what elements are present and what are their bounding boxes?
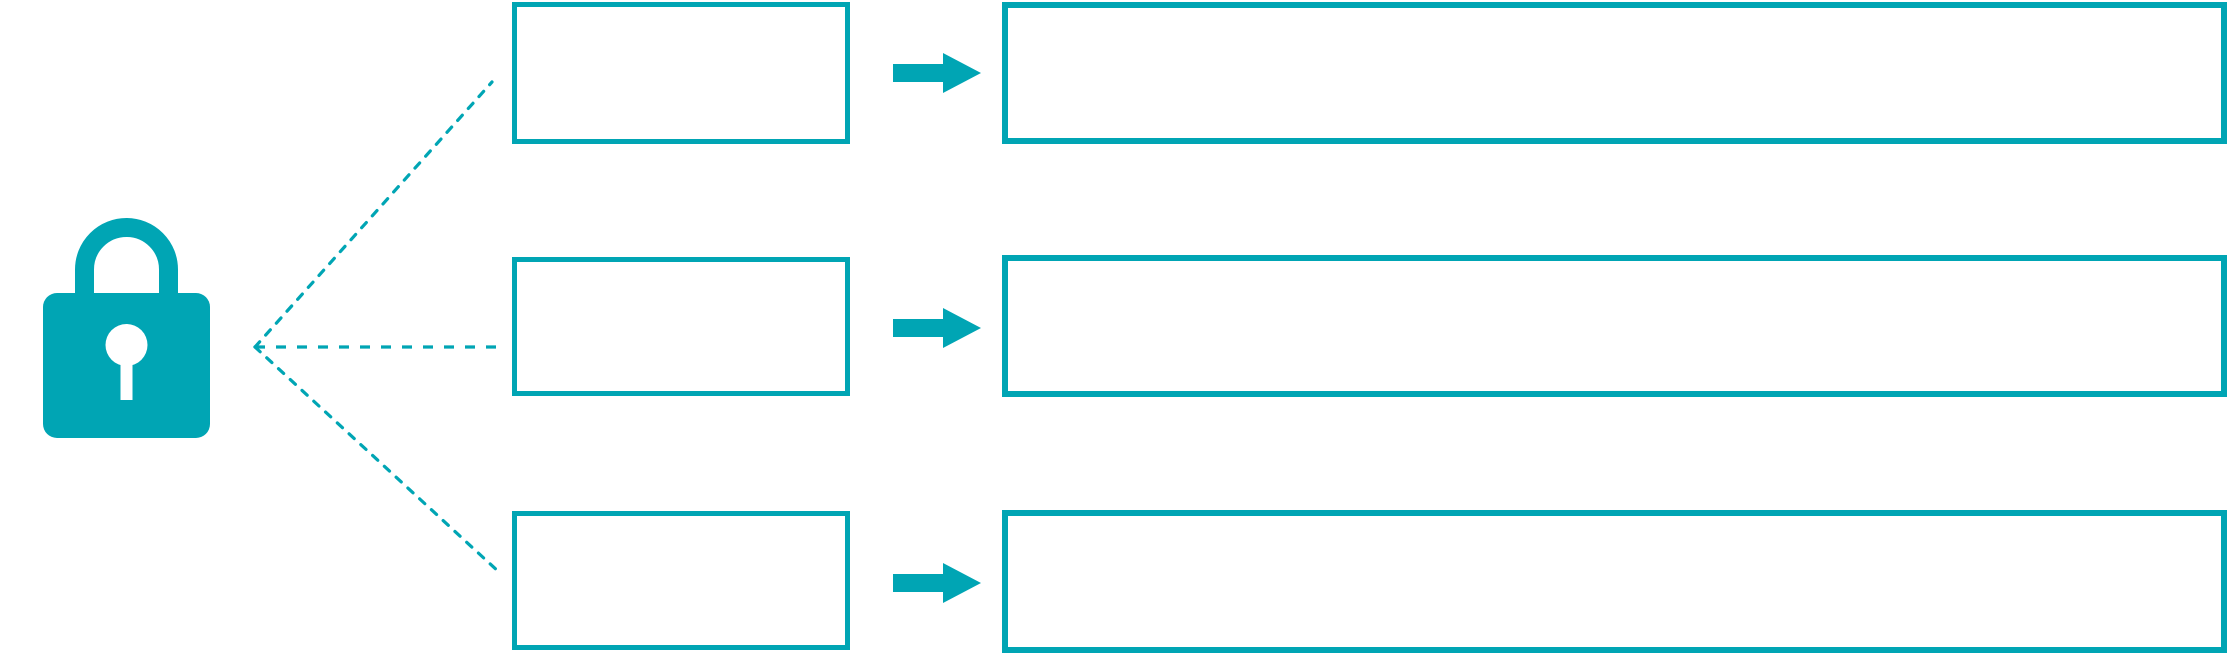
arrow-right-icon [893, 53, 981, 93]
detail-panel-top [1002, 2, 2227, 144]
connector-line-top [253, 80, 494, 349]
arrow-right-icon [893, 308, 981, 348]
detail-panel-middle [1002, 255, 2227, 397]
lock-icon [43, 218, 210, 438]
branch-box-top [512, 2, 850, 144]
connector-line-bottom [253, 345, 502, 575]
arrow-right-icon [893, 563, 981, 603]
detail-panel-bottom [1002, 510, 2227, 653]
branch-box-middle [512, 257, 850, 396]
branch-box-bottom [512, 511, 850, 650]
